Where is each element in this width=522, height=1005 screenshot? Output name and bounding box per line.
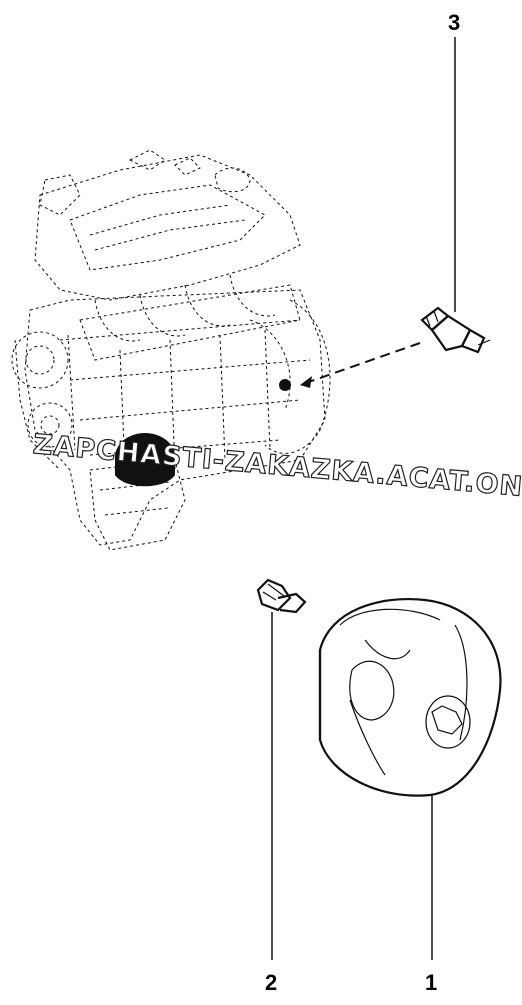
oil-pressure-sensor — [420, 306, 491, 354]
callout-number-2: 2 — [265, 970, 277, 995]
threaded-fitting — [256, 578, 307, 614]
callout-number-3: 3 — [448, 10, 460, 35]
engine-illustration — [11, 149, 331, 551]
sensor-leader-arrow — [300, 376, 312, 388]
watermark-text: ZAPCHASTI-ZAKAZKA.ACAT.ONLINE — [32, 429, 522, 509]
callout-number-1: 1 — [425, 970, 437, 995]
sensor-leader-line — [299, 342, 421, 386]
oil-filter — [318, 598, 502, 797]
